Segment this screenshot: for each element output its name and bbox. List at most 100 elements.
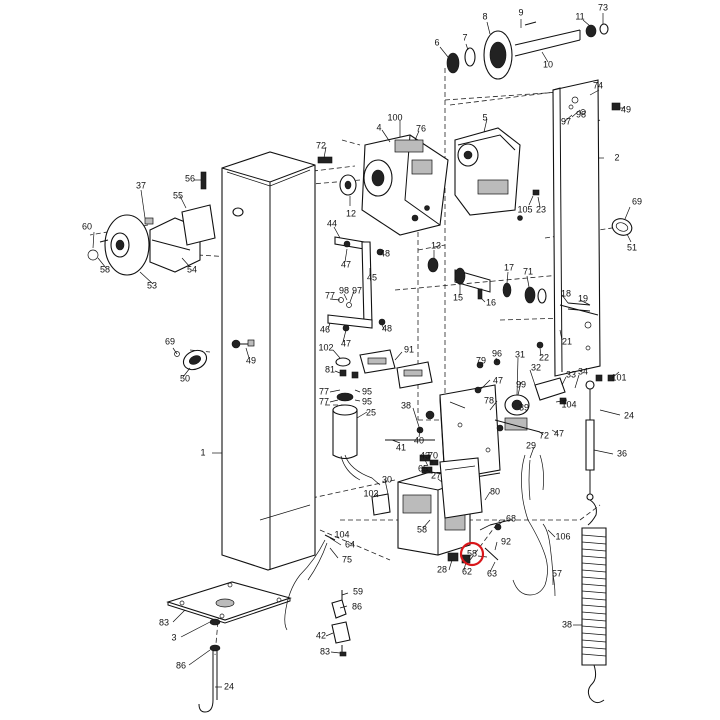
part-label-97: 97 [561, 116, 571, 126]
part-label-95: 95 [362, 386, 372, 396]
part-label-70: 70 [428, 450, 438, 460]
part-label-58: 58 [417, 524, 427, 534]
part-label-69: 69 [632, 196, 642, 206]
part-label-12: 12 [346, 208, 356, 218]
limit-switch-assembly [494, 377, 566, 433]
part-label-37: 37 [136, 180, 146, 190]
main-post [221, 151, 316, 571]
part-label-100: 100 [387, 112, 402, 122]
part-label-10: 10 [543, 59, 553, 69]
highlight-circle [459, 541, 485, 567]
part-label-47: 47 [341, 259, 351, 269]
side-bar [552, 79, 601, 377]
part-label-96: 96 [492, 348, 502, 358]
part-label-62: 62 [462, 566, 472, 576]
small-parts-bottom [447, 519, 511, 564]
part-label-42: 42 [316, 630, 326, 640]
part-label-99: 99 [516, 379, 526, 389]
part-label-5: 5 [482, 112, 487, 122]
tension-spring [581, 499, 607, 704]
part-label-24: 24 [224, 681, 234, 691]
part-label-30: 30 [382, 474, 392, 484]
part-label-22: 22 [539, 352, 549, 362]
part-label-83: 83 [159, 617, 169, 627]
part-label-53: 53 [147, 280, 157, 290]
gearbox-housing [339, 134, 449, 236]
part-label-27: 27 [431, 470, 441, 480]
part-label-21: 21 [562, 336, 572, 346]
part-label-23: 23 [536, 204, 546, 214]
part-label-40: 40 [414, 435, 424, 445]
part-label-19: 19 [578, 293, 588, 303]
part-label-77: 77 [319, 396, 329, 406]
part-label-103: 103 [363, 488, 378, 498]
part-label-47: 47 [341, 338, 351, 348]
bracket-58 [371, 493, 391, 516]
part-label-63: 63 [487, 568, 497, 578]
part-label-47: 47 [493, 375, 503, 385]
part-label-65: 65 [418, 463, 428, 473]
part-label-91: 91 [404, 344, 414, 354]
transformer [397, 457, 483, 556]
part-label-59: 59 [353, 586, 363, 596]
part-label-60: 60 [82, 221, 92, 231]
hub-assembly [87, 204, 216, 276]
part-label-41: 41 [396, 442, 406, 452]
part-label-86: 86 [352, 601, 362, 611]
ring [611, 218, 633, 236]
part-label-86: 86 [176, 660, 186, 670]
part-label-47: 47 [554, 428, 564, 438]
part-label-8: 8 [482, 11, 487, 21]
part-label-98: 98 [576, 109, 586, 119]
part-label-51: 51 [627, 242, 637, 252]
part-label-80: 80 [490, 486, 500, 496]
part-label-28: 28 [437, 564, 447, 574]
part-label-18: 18 [561, 288, 571, 298]
part-label-15: 15 [453, 292, 463, 302]
part-label-38: 38 [401, 400, 411, 410]
part-label-24: 24 [624, 410, 634, 420]
part-label-50: 50 [180, 373, 190, 383]
part-label-31: 31 [515, 349, 525, 359]
part-label-104: 104 [334, 529, 349, 539]
part-label-13: 13 [431, 240, 441, 250]
part-label-2: 2 [614, 152, 619, 162]
gearbox-cover [454, 127, 521, 216]
part-label-101: 101 [611, 372, 626, 382]
part-label-72: 72 [316, 140, 326, 150]
part-label-32: 32 [531, 362, 541, 372]
part-label-58: 58 [100, 264, 110, 274]
part-label-36: 36 [617, 448, 627, 458]
part-label-102: 102 [318, 342, 333, 352]
part-label-54: 54 [187, 264, 197, 274]
gear-train-top [446, 21, 609, 80]
part-label-58: 58 [467, 548, 477, 558]
part-label-9: 9 [518, 7, 523, 17]
wires [284, 454, 556, 631]
part-label-39: 39 [519, 402, 529, 412]
part-label-45: 45 [367, 272, 377, 282]
part-label-44: 44 [327, 218, 337, 228]
part-label-97: 97 [352, 285, 362, 295]
part-label-76: 76 [416, 123, 426, 133]
part-label-16: 16 [486, 297, 496, 307]
part-label-17: 17 [504, 262, 514, 272]
part-label-83: 83 [320, 646, 330, 656]
part-label-49: 49 [246, 355, 256, 365]
part-label-68: 68 [506, 513, 516, 523]
part-label-25: 25 [366, 407, 376, 417]
part-label-6: 6 [434, 37, 439, 47]
base-plate [166, 581, 292, 624]
turnbuckle [585, 380, 595, 501]
part-label-106: 106 [555, 531, 570, 541]
part-label-38: 38 [562, 619, 572, 629]
part-label-104: 104 [561, 399, 576, 409]
part-label-55: 55 [173, 190, 183, 200]
part-label-4: 4 [376, 122, 381, 132]
part-label-77: 77 [325, 290, 335, 300]
part-label-29: 29 [526, 440, 536, 450]
part-label-73: 73 [598, 2, 608, 12]
post-screws [200, 156, 333, 349]
